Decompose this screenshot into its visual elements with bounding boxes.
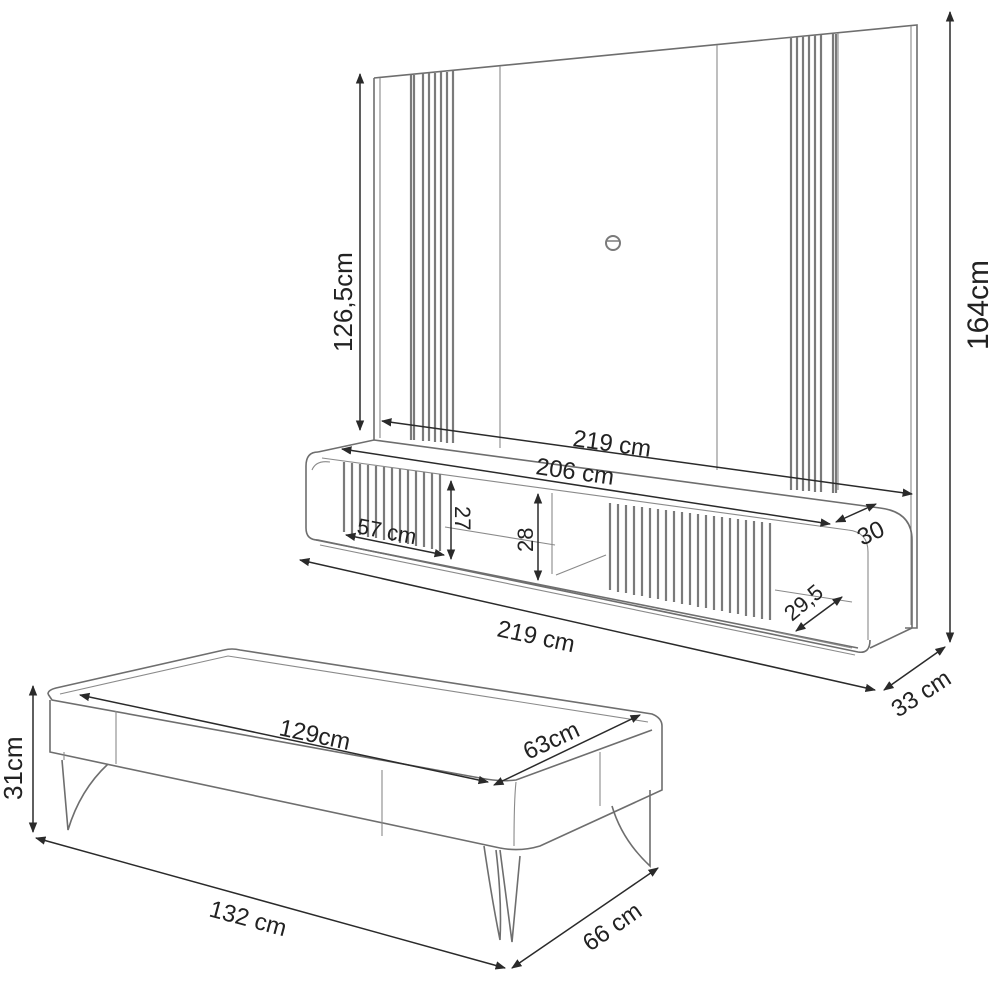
tv-panel — [373, 24, 918, 629]
label-niche-height: 28 — [513, 528, 538, 552]
dimension-lines — [28, 10, 955, 970]
label-rack-inner-width: 206 cm — [534, 453, 616, 491]
label-rack-total-width: 219 cm — [495, 615, 578, 658]
label-panel-height: 126,5cm — [328, 252, 358, 352]
label-table-top-length: 129cm — [277, 714, 353, 755]
coffee-table — [47, 648, 663, 943]
label-table-total-length: 132 cm — [206, 896, 289, 942]
left-slat-group — [409, 71, 455, 443]
label-table-height: 31cm — [0, 736, 28, 800]
label-panel-width: 219 cm — [571, 425, 653, 463]
label-door-height: 27 — [450, 506, 475, 530]
label-total-height: 164cm — [962, 260, 995, 350]
right-slat-group — [789, 34, 838, 493]
label-niche-depth: 29,5 — [779, 579, 828, 626]
label-rack-total-depth: 33 cm — [887, 665, 957, 723]
rack-right-door — [608, 503, 772, 620]
label-rack-depth-top: 30 — [853, 516, 889, 552]
label-table-total-width: 66 cm — [578, 897, 647, 957]
round-mount-icon — [605, 235, 621, 251]
table-legs — [61, 759, 651, 943]
